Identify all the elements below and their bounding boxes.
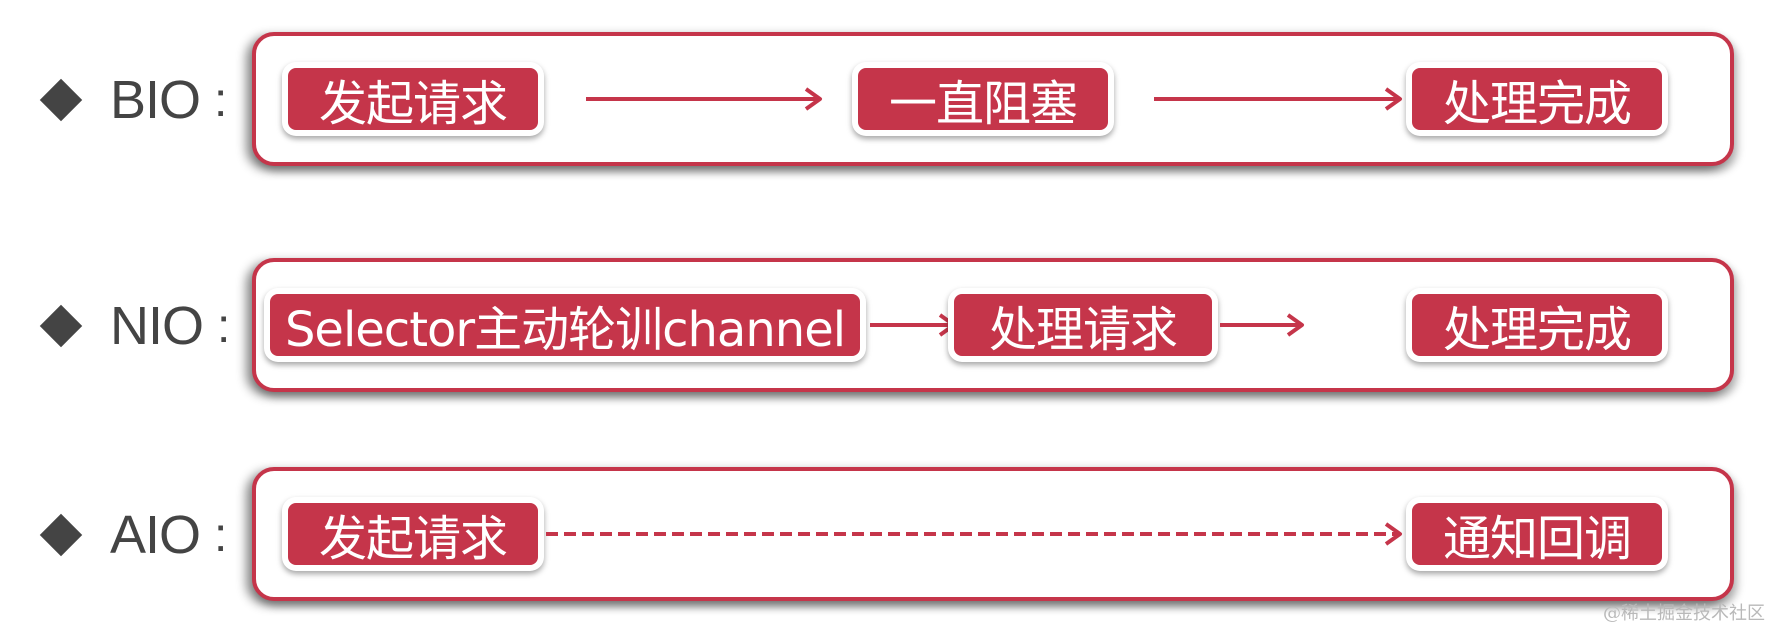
row-label-bio: BIO : (38, 70, 227, 130)
node-label: 处理完成 (1412, 68, 1662, 132)
row-name: AIO (110, 505, 201, 565)
node-processing-complete: 处理完成 (1406, 288, 1668, 362)
solid-arrow-icon (586, 87, 822, 111)
diamond-icon (39, 78, 83, 122)
flow-panel-bio: 发起请求 一直阻塞 处理完成 (252, 32, 1734, 166)
node-label: 一直阻塞 (858, 68, 1108, 132)
solid-arrow-icon (1154, 87, 1402, 111)
row-separator: : (217, 299, 231, 353)
solid-arrow-icon (1220, 313, 1304, 337)
node-label: 通知回调 (1412, 503, 1662, 567)
watermark: @稀土掘金技术社区 (1603, 603, 1765, 624)
node-selector-polling: Selector主动轮训channel (264, 288, 866, 362)
diamond-icon (39, 304, 83, 348)
diamond-icon (39, 513, 83, 557)
row-separator: : (214, 508, 228, 562)
node-label: 发起请求 (288, 68, 538, 132)
node-blocking: 一直阻塞 (852, 62, 1114, 136)
node-label: Selector主动轮训channel (270, 294, 860, 358)
node-initiate-request: 发起请求 (282, 62, 544, 136)
row-separator: : (214, 73, 228, 127)
row-label-nio: NIO : (38, 296, 230, 356)
node-handle-request: 处理请求 (948, 288, 1218, 362)
node-processing-complete: 处理完成 (1406, 62, 1668, 136)
row-name: BIO (110, 70, 201, 130)
flow-panel-nio: Selector主动轮训channel 处理请求 处理完成 (252, 258, 1734, 392)
solid-arrow-icon (870, 313, 956, 337)
node-initiate-request: 发起请求 (282, 497, 544, 571)
row-label-aio: AIO : (38, 505, 227, 565)
node-label: 处理完成 (1412, 294, 1662, 358)
node-notify-callback: 通知回调 (1406, 497, 1668, 571)
node-label: 处理请求 (954, 294, 1212, 358)
flow-panel-aio: 发起请求 通知回调 (252, 467, 1734, 601)
dashed-arrow-icon (546, 522, 1402, 546)
node-label: 发起请求 (288, 503, 538, 567)
row-name: NIO (110, 296, 204, 356)
